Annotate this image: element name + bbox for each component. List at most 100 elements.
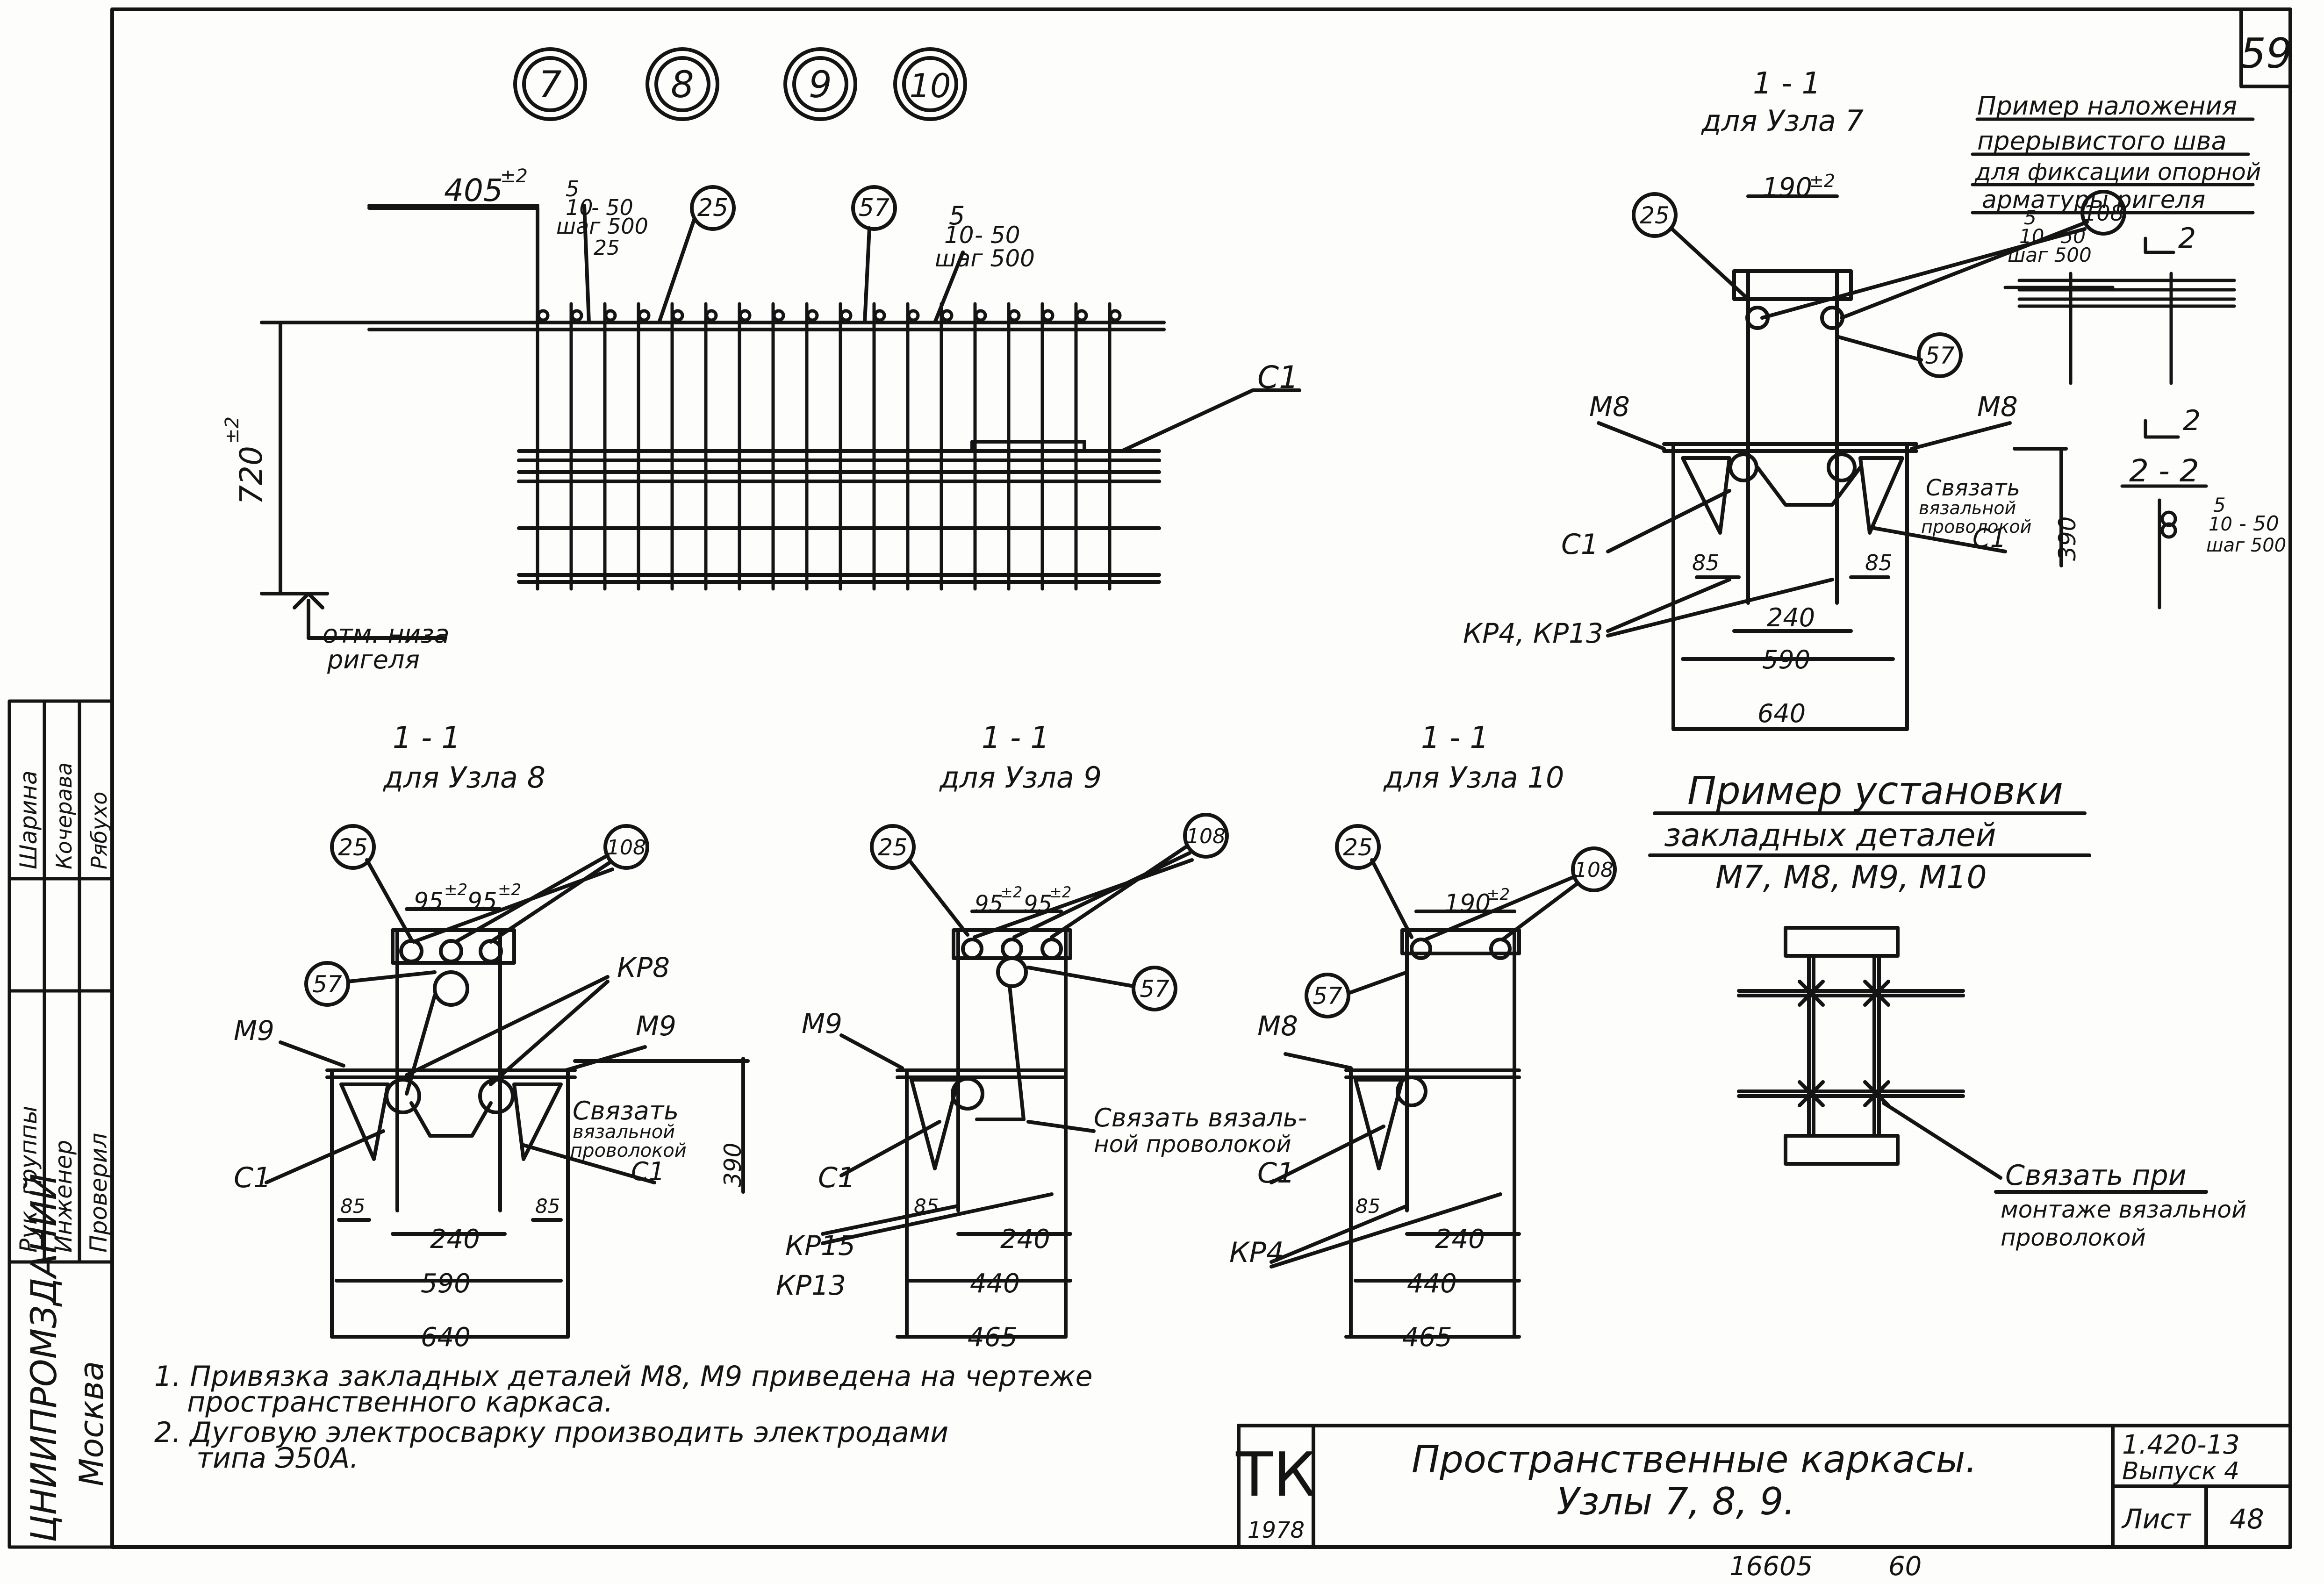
title-block: ТК 1978 Пространственные каркасы. Узлы 7…	[1235, 1424, 2292, 1549]
node7-callout-57: 57	[1925, 342, 1955, 369]
title-block-year: 1978	[1248, 1517, 1305, 1543]
node8-dim-85-r: 85	[535, 1195, 560, 1218]
dim-720-tol: ±2	[222, 416, 243, 444]
weld-right-a: 5	[949, 201, 965, 230]
dim-405: 405	[444, 172, 503, 208]
node9-kr15: КР15	[785, 1230, 855, 1261]
node8-tie-1: Связать	[573, 1096, 679, 1125]
node7-c1-right: С1	[1973, 523, 2006, 553]
node9-callout-108: 108	[1186, 824, 1226, 848]
note-line-2: пространственного каркаса.	[187, 1386, 613, 1419]
stamp-role-3: Проверил	[85, 1133, 112, 1253]
node8-section: 1 - 1 для Узла 8 95 ±2 95 ±2 25 108 57 К…	[234, 721, 750, 1353]
node9-dim-95-b: 95	[1024, 891, 1052, 917]
node8-subtitle: для Узла 8	[383, 760, 545, 795]
node10-callout-25: 25	[1343, 834, 1373, 861]
node7-tie-1: Связать	[1926, 475, 2020, 501]
node9-dim-240: 240	[1000, 1224, 1050, 1254]
node8-dim-95-b: 95	[467, 888, 497, 915]
node7-title: 1 - 1	[1753, 66, 1821, 101]
rod-tie	[839, 309, 853, 322]
rod-tie	[974, 309, 987, 322]
weld-left-c: - 50	[591, 195, 633, 220]
weld-left-a: 5	[566, 176, 579, 201]
general-notes: 1. Привязка закладных деталей М8, М9 при…	[154, 1360, 1093, 1475]
dim-405-tol: ±2	[500, 165, 528, 187]
node8-dim-390: 390	[719, 1143, 746, 1187]
label-c1: С1	[1257, 359, 1298, 395]
note-line-1: 1. Привязка закладных деталей М8, М9 при…	[154, 1360, 1093, 1393]
node8-m9-right: М9	[636, 1010, 676, 1042]
node8-dim-85-l: 85	[340, 1195, 365, 1218]
node9-dim-tol-a: ±2	[1000, 883, 1022, 901]
node9-kr13: КР13	[776, 1269, 846, 1301]
node7-m8-left: М8	[1589, 391, 1630, 423]
weld-example: Пример наложения прерывистого шва для фи…	[1971, 91, 2286, 609]
node-marker: 10	[909, 67, 951, 105]
node9-dim-95-a: 95	[975, 891, 1003, 917]
weld-left-d: шаг 500	[556, 214, 648, 239]
weld-right-c: - 50	[975, 222, 1020, 249]
weld-example-title-3: для фиксации опорной	[1974, 158, 2261, 186]
rod-tie	[940, 309, 954, 322]
footer-number-1: 16605	[1729, 1551, 1813, 1582]
mark-label-2: ригеля	[327, 645, 420, 674]
node9-m9: М9	[802, 1008, 842, 1039]
weld-section-a: 5	[2213, 494, 2226, 516]
node7-dim-640: 640	[1757, 699, 1806, 728]
weld-section-c: - 50	[2239, 512, 2279, 536]
rod-tie	[1109, 309, 1122, 322]
weld-section-d: шаг 500	[2206, 535, 2286, 556]
weld-example-a: 5	[2024, 206, 2037, 229]
footer-number-2: 60	[1888, 1551, 1922, 1582]
weld-example-title-4: арматуры ригеля	[1982, 186, 2205, 214]
weld-example-c: - 50	[2047, 225, 2086, 248]
node9-dim-tol-b: ±2	[1049, 883, 1071, 901]
node7-dim-85-l: 85	[1692, 550, 1720, 575]
node9-subtitle: для Узла 9	[939, 760, 1102, 795]
node7-m8-right: М8	[1977, 391, 2018, 423]
node10-dim-440: 440	[1407, 1269, 1457, 1299]
rod-tie	[604, 309, 617, 322]
node9-section: 1 - 1 для Узла 9 95 ±2 95 ±2 25 108 57 М…	[776, 721, 1307, 1353]
tk-logo: ТК	[1235, 1439, 1316, 1510]
weld-right-d: шаг 500	[935, 245, 1035, 272]
node8-dim-tol-b: ±2	[498, 881, 521, 899]
node8-c1-right: С1	[631, 1157, 665, 1186]
node-marker: 9	[809, 64, 832, 106]
stamp-name-2: Кочерава	[51, 762, 77, 869]
node7-tie-3: проволокой	[1921, 516, 2031, 537]
node7-c1-left: С1	[1561, 528, 1599, 561]
node8-dim-640: 640	[421, 1322, 471, 1353]
node8-callout-57: 57	[312, 971, 342, 998]
node8-tie-3: проволокой	[570, 1140, 687, 1161]
rod-tie	[537, 309, 550, 322]
node7-dim-390: 390	[2054, 516, 2081, 561]
node7-dim-190-tol: ±2	[1809, 171, 1835, 191]
node9-callout-57: 57	[1140, 975, 1169, 1003]
node7-subtitle: для Узла 7	[1701, 104, 1864, 138]
node9-c1: С1	[818, 1161, 855, 1194]
stamp-role-1: Рук. группы	[15, 1106, 42, 1253]
rod-tie	[705, 309, 718, 322]
node8-dim-95-a: 95	[414, 888, 444, 915]
weld-section-title: 2 - 2	[2129, 453, 2199, 489]
stamp-name-3: Рябухо	[86, 792, 112, 869]
install-note-1: Связать при	[2005, 1159, 2187, 1192]
side-stamp: Рук. группы Инженер Проверил Шарина Коче…	[7, 699, 114, 1549]
node7-dim-590: 590	[1762, 645, 1810, 674]
node10-subtitle: для Узла 10	[1383, 760, 1564, 795]
rod-tie	[907, 309, 920, 322]
title-block-sheet-label: Лист	[2121, 1503, 2192, 1535]
title-block-series: 1.420-13	[2122, 1430, 2240, 1460]
rod-tie	[1075, 309, 1088, 322]
weld-example-title-1: Пример наложения	[1977, 91, 2237, 121]
node8-dim-590: 590	[421, 1269, 471, 1299]
dim-720: 720	[233, 446, 269, 505]
note-line-3: 2. Дуговую электросварку производить эле…	[154, 1416, 948, 1449]
page-number: 59	[2240, 29, 2292, 78]
node7-callout-25: 25	[1640, 202, 1670, 229]
node9-tie-1: Связать вязаль-	[1094, 1103, 1307, 1132]
node9-dim-85: 85	[914, 1195, 939, 1218]
